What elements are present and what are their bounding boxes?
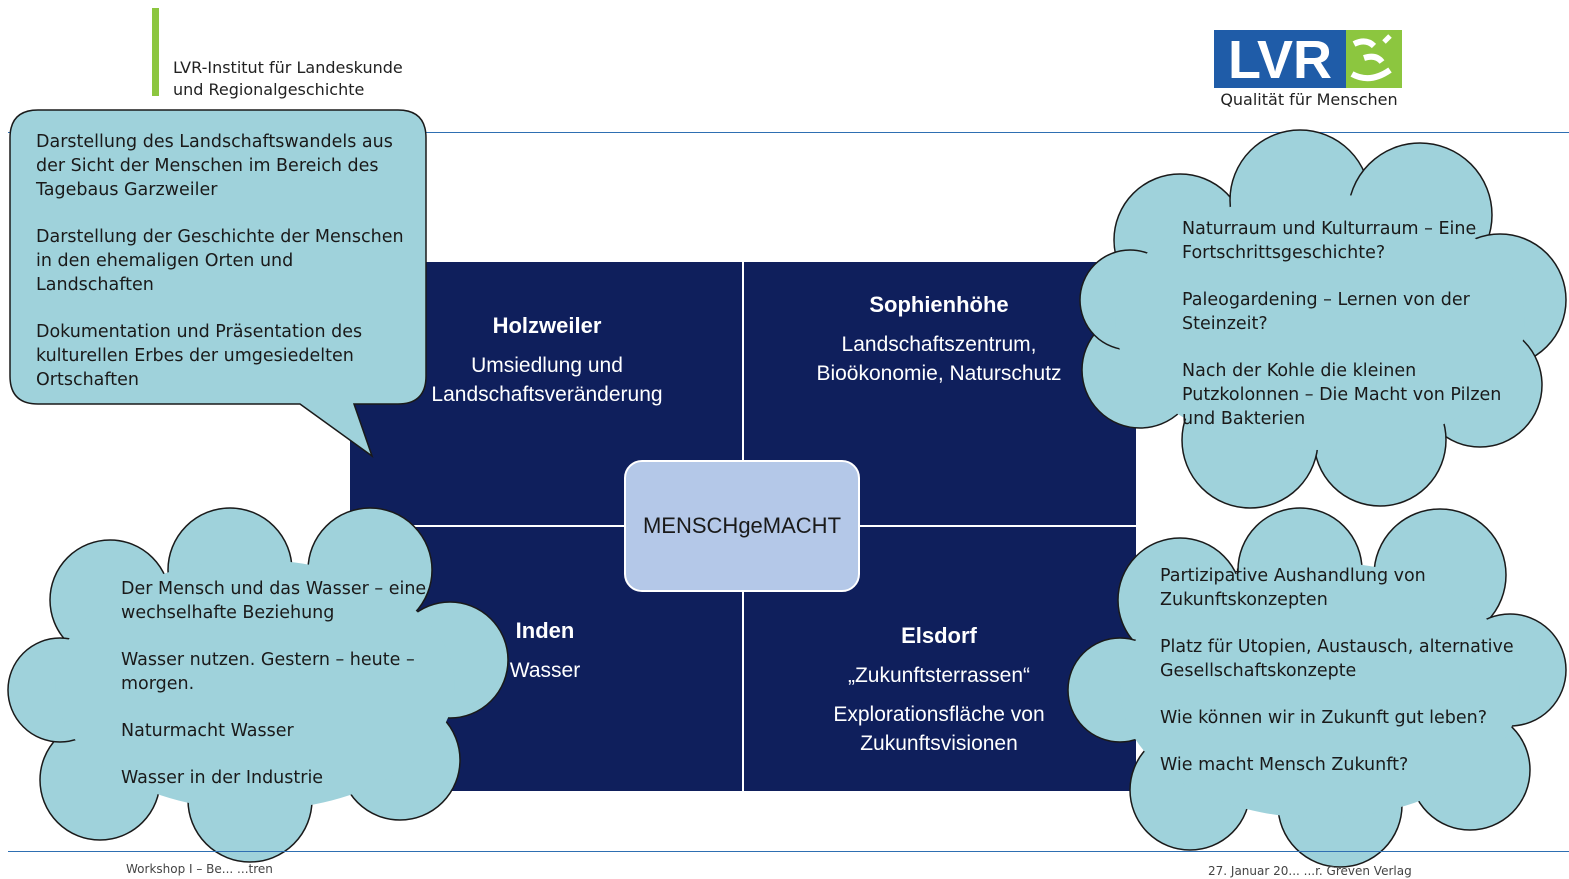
cloud-top-right-shape — [1079, 129, 1567, 509]
quadrant-subtitle-line: Explorationsfläche von — [833, 703, 1045, 726]
institute-line-2: und Regionalgeschichte — [173, 80, 365, 99]
header-divider — [8, 132, 1569, 133]
logo-tagline: Qualität für Menschen — [1220, 90, 1398, 109]
footer-left-text: Workshop I – Be... ...tren — [126, 862, 273, 876]
quadrant-holzweiler: Holzweiler Umsiedlung und Landschaftsver… — [392, 312, 702, 409]
quadrant-subtitle: Explorationsfläche von Zukunftsvisionen — [770, 700, 1108, 758]
quadrant-title: Holzweiler — [492, 313, 602, 338]
quadrant-subtitle: Umsiedlung und Landschaftsveränderung — [392, 351, 702, 409]
logo-text: LVR — [1228, 30, 1332, 88]
callout-paragraph: Wasser in der Industrie — [121, 768, 324, 788]
callout-paragraph: Nach der Kohle die kleinen Putzkolonnen … — [1182, 361, 1502, 429]
callout-paragraph: Wie macht Mensch Zukunft? — [1160, 755, 1409, 775]
callout-speech-top-left: Darstellung des Landschaftswandels aus d… — [36, 130, 416, 392]
callout-cloud-top-right: Naturraum und Kulturraum – Eine Fortschr… — [1182, 217, 1502, 431]
quadrant-title: Sophienhöhe — [869, 292, 1009, 317]
quadrant-title: Elsdorf — [901, 623, 977, 648]
callout-paragraph: Naturmacht Wasser — [121, 721, 294, 741]
callout-paragraph: Der Mensch und das Wasser – eine wechsel… — [121, 579, 427, 623]
callout-paragraph: Platz für Utopien, Austausch, alternativ… — [1160, 637, 1514, 681]
callout-cloud-bottom-right: Partizipative Aushandlung von Zukunftsko… — [1160, 564, 1520, 777]
quadrant-elsdorf: Elsdorf „Zukunftsterrassen“ Explorations… — [770, 622, 1108, 758]
quadrant-subtitle: Landschaftszentrum, Bioökonomie, Natursc… — [760, 330, 1118, 388]
quadrant-subtitle-line: Zukunftsvisionen — [860, 732, 1018, 755]
callout-paragraph: Darstellung der Geschichte der Menschen … — [36, 227, 404, 295]
lvr-logo: LVR Qualität für Menschen — [1214, 30, 1404, 112]
institute-name: LVR-Institut für Landeskunde und Regiona… — [173, 57, 403, 101]
callout-paragraph: Darstellung des Landschaftswandels aus d… — [36, 132, 393, 200]
quadrant-subtitle-line: Landschaftszentrum, — [841, 333, 1037, 356]
accent-bar — [152, 8, 159, 96]
callout-paragraph: Dokumentation und Präsentation des kultu… — [36, 322, 363, 390]
center-label-box: MENSCHgeMACHT — [624, 460, 860, 592]
callout-cloud-bottom-left: Der Mensch und das Wasser – eine wechsel… — [121, 577, 441, 790]
speech-bubble-shape — [9, 109, 427, 458]
quadrant-subtitle-line: Bioökonomie, Naturschutz — [816, 362, 1062, 385]
quadrant-title: Inden — [515, 618, 575, 643]
quadrant-sophienhoehe: Sophienhöhe Landschaftszentrum, Bioökono… — [760, 291, 1118, 388]
callout-paragraph: Partizipative Aushandlung von Zukunftsko… — [1160, 566, 1426, 610]
quadrant-subtitle-line: Wasser — [509, 659, 581, 682]
lvr-logo-mark: LVR — [1214, 30, 1402, 88]
quadrant-subtitle-line: Umsiedlung und — [471, 354, 623, 377]
footer-divider — [8, 851, 1569, 852]
quadrant-inden: Inden Wasser — [470, 617, 620, 685]
callout-paragraph: Paleogardening – Lernen von der Steinzei… — [1182, 290, 1470, 334]
institute-line-1: LVR-Institut für Landeskunde — [173, 58, 403, 77]
cloud-bottom-right-shape — [1067, 507, 1567, 868]
callout-paragraph: Wie können wir in Zukunft gut leben? — [1160, 708, 1488, 728]
footer-right-text: 27. Januar 20... ...r. Greven Verlag — [1208, 864, 1412, 878]
callout-paragraph: Naturraum und Kulturraum – Eine Fortschr… — [1182, 219, 1477, 263]
callout-paragraph: Wasser nutzen. Gestern – heute – morgen. — [121, 650, 415, 694]
cloud-bottom-left-shape — [7, 507, 509, 863]
quadrant-subtitle-line: Landschaftsveränderung — [431, 383, 663, 406]
quadrant-subtitle-line: „Zukunftsterrassen“ — [847, 664, 1031, 687]
